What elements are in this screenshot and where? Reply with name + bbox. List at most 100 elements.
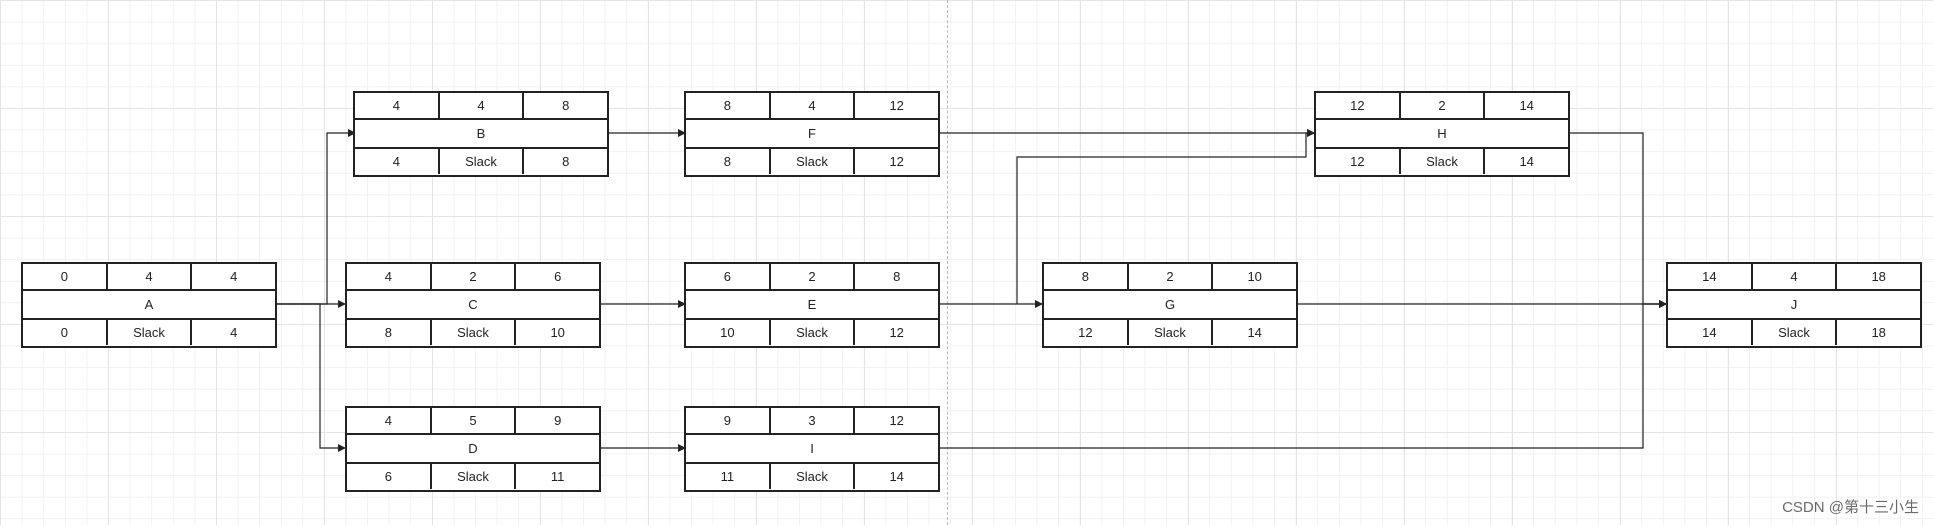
node-g-duration: 2 (1126, 264, 1212, 289)
node-a-slack: Slack (105, 320, 191, 345)
node-j-top-row: 14 4 18 (1668, 264, 1920, 291)
node-c-latest-finish: 10 (514, 320, 599, 345)
node-g-top-row: 8 2 10 (1044, 264, 1296, 291)
node-e-latest-start: 10 (720, 325, 735, 340)
node-b-earliest-finish: 8 (522, 93, 607, 118)
node-i-slack: Slack (768, 464, 854, 489)
node-b-bottom-row: 4 Slack 8 (355, 147, 607, 174)
node-d[interactable]: 4 5 9 D 6 Slack 11 (345, 406, 601, 492)
node-e-slack: Slack (768, 320, 854, 345)
node-c-earliest-start: 4 (384, 269, 392, 284)
node-a-latest-finish: 4 (190, 320, 275, 345)
node-a-name: A (144, 297, 154, 312)
node-c-top-row: 4 2 6 (347, 264, 599, 291)
edge-i-j (940, 300, 1667, 449)
node-d-earliest-start: 4 (384, 413, 392, 428)
node-d-name: D (468, 441, 478, 456)
node-h-top-row: 12 2 14 (1316, 93, 1568, 120)
node-e-earliest-finish: 8 (853, 264, 938, 289)
node-j-latest-start: 14 (1702, 325, 1717, 340)
node-f-name: F (808, 126, 816, 141)
node-i-name: I (810, 441, 814, 456)
node-d-top-row: 4 5 9 (347, 408, 599, 435)
node-i[interactable]: 9 3 12 I 11 Slack 14 (684, 406, 940, 492)
node-c-slack: Slack (429, 320, 515, 345)
node-c-earliest-finish: 6 (514, 264, 599, 289)
node-h-name: H (1437, 126, 1447, 141)
node-b-slack: Slack (437, 149, 523, 174)
node-f-earliest-start: 8 (723, 98, 731, 113)
node-g-earliest-finish: 10 (1211, 264, 1296, 289)
page-divider (947, 0, 948, 525)
node-j-bottom-row: 14 Slack 18 (1668, 318, 1920, 345)
node-h-earliest-start: 12 (1350, 98, 1365, 113)
node-f[interactable]: 8 4 12 F 8 Slack 12 (684, 91, 940, 177)
node-c-duration: 2 (429, 264, 515, 289)
node-a-earliest-finish: 4 (190, 264, 275, 289)
node-c-bottom-row: 8 Slack 10 (347, 318, 599, 345)
node-d-latest-finish: 11 (514, 464, 599, 489)
node-g-name: G (1164, 297, 1176, 312)
node-f-duration: 4 (768, 93, 854, 118)
node-j-slack: Slack (1750, 320, 1836, 345)
node-g-earliest-start: 8 (1081, 269, 1089, 284)
node-j[interactable]: 14 4 18 J 14 Slack 18 (1666, 262, 1922, 348)
node-b-latest-finish: 8 (522, 149, 607, 174)
node-d-slack: Slack (429, 464, 515, 489)
node-a-latest-start: 0 (60, 325, 68, 340)
edge-h-j (1570, 132, 1667, 308)
node-i-earliest-finish: 12 (853, 408, 938, 433)
node-b-name: B (476, 126, 486, 141)
node-j-duration: 4 (1750, 264, 1836, 289)
node-i-bottom-row: 11 Slack 14 (686, 462, 938, 489)
node-g-latest-finish: 14 (1211, 320, 1296, 345)
node-f-latest-start: 8 (723, 154, 731, 169)
node-b-top-row: 4 4 8 (355, 93, 607, 120)
node-f-top-row: 8 4 12 (686, 93, 938, 120)
edge-a-d (277, 303, 346, 452)
node-c[interactable]: 4 2 6 C 8 Slack 10 (345, 262, 601, 348)
node-b[interactable]: 4 4 8 B 4 Slack 8 (353, 91, 609, 177)
node-i-earliest-start: 9 (723, 413, 731, 428)
node-b-earliest-start: 4 (392, 98, 400, 113)
node-f-earliest-finish: 12 (853, 93, 938, 118)
node-d-duration: 5 (429, 408, 515, 433)
node-f-bottom-row: 8 Slack 12 (686, 147, 938, 174)
node-a-duration: 4 (105, 264, 191, 289)
node-g-bottom-row: 12 Slack 14 (1044, 318, 1296, 345)
node-d-bottom-row: 6 Slack 11 (347, 462, 599, 489)
node-d-earliest-finish: 9 (514, 408, 599, 433)
edge-a-b (277, 129, 356, 305)
node-h-duration: 2 (1398, 93, 1484, 118)
node-h-earliest-finish: 14 (1483, 93, 1568, 118)
node-g[interactable]: 8 2 10 G 12 Slack 14 (1042, 262, 1298, 348)
node-i-latest-start: 11 (720, 469, 735, 484)
node-e-bottom-row: 10 Slack 12 (686, 318, 938, 345)
node-a-bottom-row: 0 Slack 4 (23, 318, 275, 345)
node-h[interactable]: 12 2 14 H 12 Slack 14 (1314, 91, 1570, 177)
node-g-slack: Slack (1126, 320, 1212, 345)
node-b-latest-start: 4 (392, 154, 400, 169)
node-c-name: C (468, 297, 478, 312)
node-c-latest-start: 8 (384, 325, 392, 340)
node-a-earliest-start: 0 (60, 269, 68, 284)
node-e-name: E (807, 297, 817, 312)
node-j-earliest-start: 14 (1702, 269, 1717, 284)
node-i-duration: 3 (768, 408, 854, 433)
node-h-slack: Slack (1398, 149, 1484, 174)
node-j-latest-finish: 18 (1835, 320, 1920, 345)
node-d-latest-start: 6 (384, 469, 392, 484)
node-e[interactable]: 6 2 8 E 10 Slack 12 (684, 262, 940, 348)
node-h-bottom-row: 12 Slack 14 (1316, 147, 1568, 174)
node-a[interactable]: 0 4 4 A 0 Slack 4 (21, 262, 277, 348)
node-j-name: J (1790, 297, 1798, 312)
node-h-latest-finish: 14 (1483, 149, 1568, 174)
node-a-top-row: 0 4 4 (23, 264, 275, 291)
node-f-latest-finish: 12 (853, 149, 938, 174)
node-h-latest-start: 12 (1350, 154, 1365, 169)
node-f-slack: Slack (768, 149, 854, 174)
node-b-duration: 4 (437, 93, 523, 118)
node-e-latest-finish: 12 (853, 320, 938, 345)
watermark: CSDN @第十三小生 (1782, 499, 1919, 516)
